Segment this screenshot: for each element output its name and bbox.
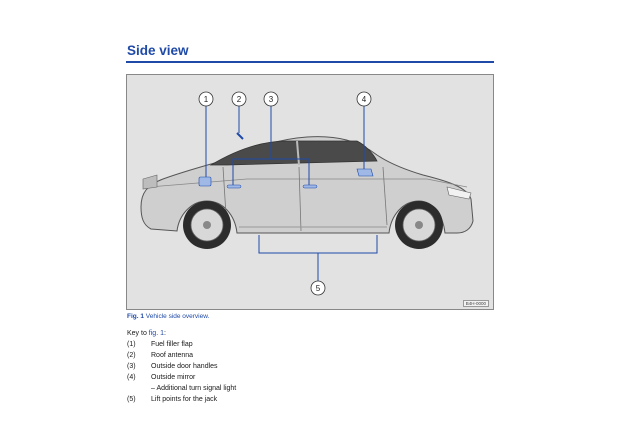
callout-circle-2: 2 bbox=[231, 91, 247, 107]
front-wheel bbox=[395, 201, 443, 249]
key-item-label: Fuel filler flap bbox=[151, 341, 193, 348]
svg-text:2: 2 bbox=[237, 95, 242, 104]
figure-code: B4H-0000 bbox=[462, 300, 489, 307]
svg-text:3: 3 bbox=[269, 95, 274, 104]
svg-text:5: 5 bbox=[316, 284, 321, 293]
key-intro: Key to fig. 1: bbox=[127, 328, 236, 339]
key-item-number: (5) bbox=[127, 396, 136, 403]
key-list: Key to fig. 1: (1) Fuel filler flap (2) … bbox=[127, 328, 236, 405]
title-divider bbox=[126, 61, 494, 63]
key-item: (2) Roof antenna bbox=[127, 350, 236, 361]
key-intro-suffix: : bbox=[163, 330, 166, 337]
callout-circle-1: 1 bbox=[198, 91, 214, 107]
figure-side-view: 1 2 3 4 5 B4H-0000 bbox=[126, 74, 494, 310]
key-item-label: Outside door handles bbox=[151, 363, 218, 370]
fig-link[interactable]: fig. 1 bbox=[148, 330, 164, 337]
callout-circle-3: 3 bbox=[263, 91, 279, 107]
key-item: (4) Outside mirror bbox=[127, 372, 236, 383]
car-illustration: 1 2 3 4 5 bbox=[140, 91, 474, 296]
key-item-label: Outside mirror bbox=[151, 374, 196, 381]
key-item-number: (4) bbox=[127, 374, 136, 381]
key-item: (1) Fuel filler flap bbox=[127, 339, 236, 350]
key-item-label: Lift points for the jack bbox=[151, 396, 218, 403]
caption-label: Fig. 1 bbox=[127, 313, 144, 320]
key-sub-item: – Additional turn signal light bbox=[151, 385, 237, 392]
key-intro-prefix: Key to bbox=[127, 330, 149, 337]
key-item-label: Roof antenna bbox=[151, 352, 194, 359]
caption-text: Vehicle side overview. bbox=[145, 313, 210, 320]
svg-text:1: 1 bbox=[204, 95, 209, 104]
key-item-number: (3) bbox=[127, 363, 136, 370]
callout-circle-4: 4 bbox=[356, 91, 372, 107]
callout-circle-5: 5 bbox=[310, 280, 326, 296]
figure-caption: Fig. 1 Vehicle side overview. bbox=[127, 313, 209, 320]
key-item: (3) Outside door handles bbox=[127, 361, 236, 372]
svg-text:4: 4 bbox=[362, 95, 367, 104]
key-item-number: (1) bbox=[127, 341, 136, 348]
key-item: (5) Lift points for the jack bbox=[127, 394, 236, 405]
rear-wheel bbox=[183, 201, 231, 249]
page-title: Side view bbox=[127, 43, 189, 58]
callout-lines bbox=[205, 105, 378, 281]
key-item-number: (2) bbox=[127, 352, 136, 359]
